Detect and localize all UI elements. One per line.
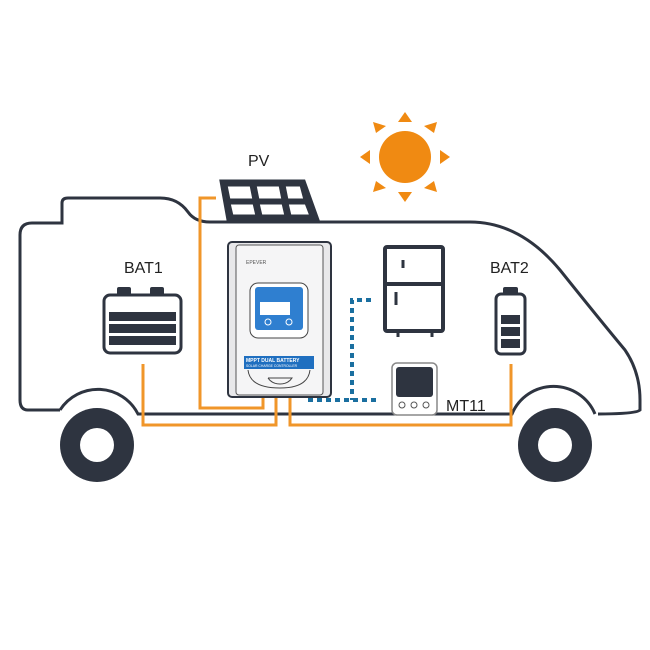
mt11-label: MT11 — [446, 398, 486, 415]
bat2-label: BAT2 — [490, 260, 529, 277]
bat1-label: BAT1 — [124, 260, 163, 277]
wheel-right — [518, 408, 592, 482]
solar-panel — [219, 179, 321, 222]
wheel-left — [60, 408, 134, 482]
pv-label: PV — [248, 153, 270, 170]
controller-subtitle: SOLAR CHARGE CONTROLLER — [246, 364, 298, 368]
charge-controller: EPEVER — [227, 241, 332, 398]
bat1-wire — [141, 364, 278, 427]
battery-1-icon — [102, 287, 183, 355]
mt11-remote-meter-icon — [391, 362, 438, 416]
controller-title: MPPT DUAL BATTERY — [246, 358, 300, 364]
battery-2-icon — [494, 287, 527, 356]
svg-text:EPEVER: EPEVER — [246, 260, 267, 266]
pv-wire — [198, 196, 265, 410]
comm-cable — [308, 298, 380, 402]
sun-icon — [360, 112, 450, 202]
fridge-icon — [383, 245, 445, 337]
bat2-wire — [288, 364, 513, 427]
